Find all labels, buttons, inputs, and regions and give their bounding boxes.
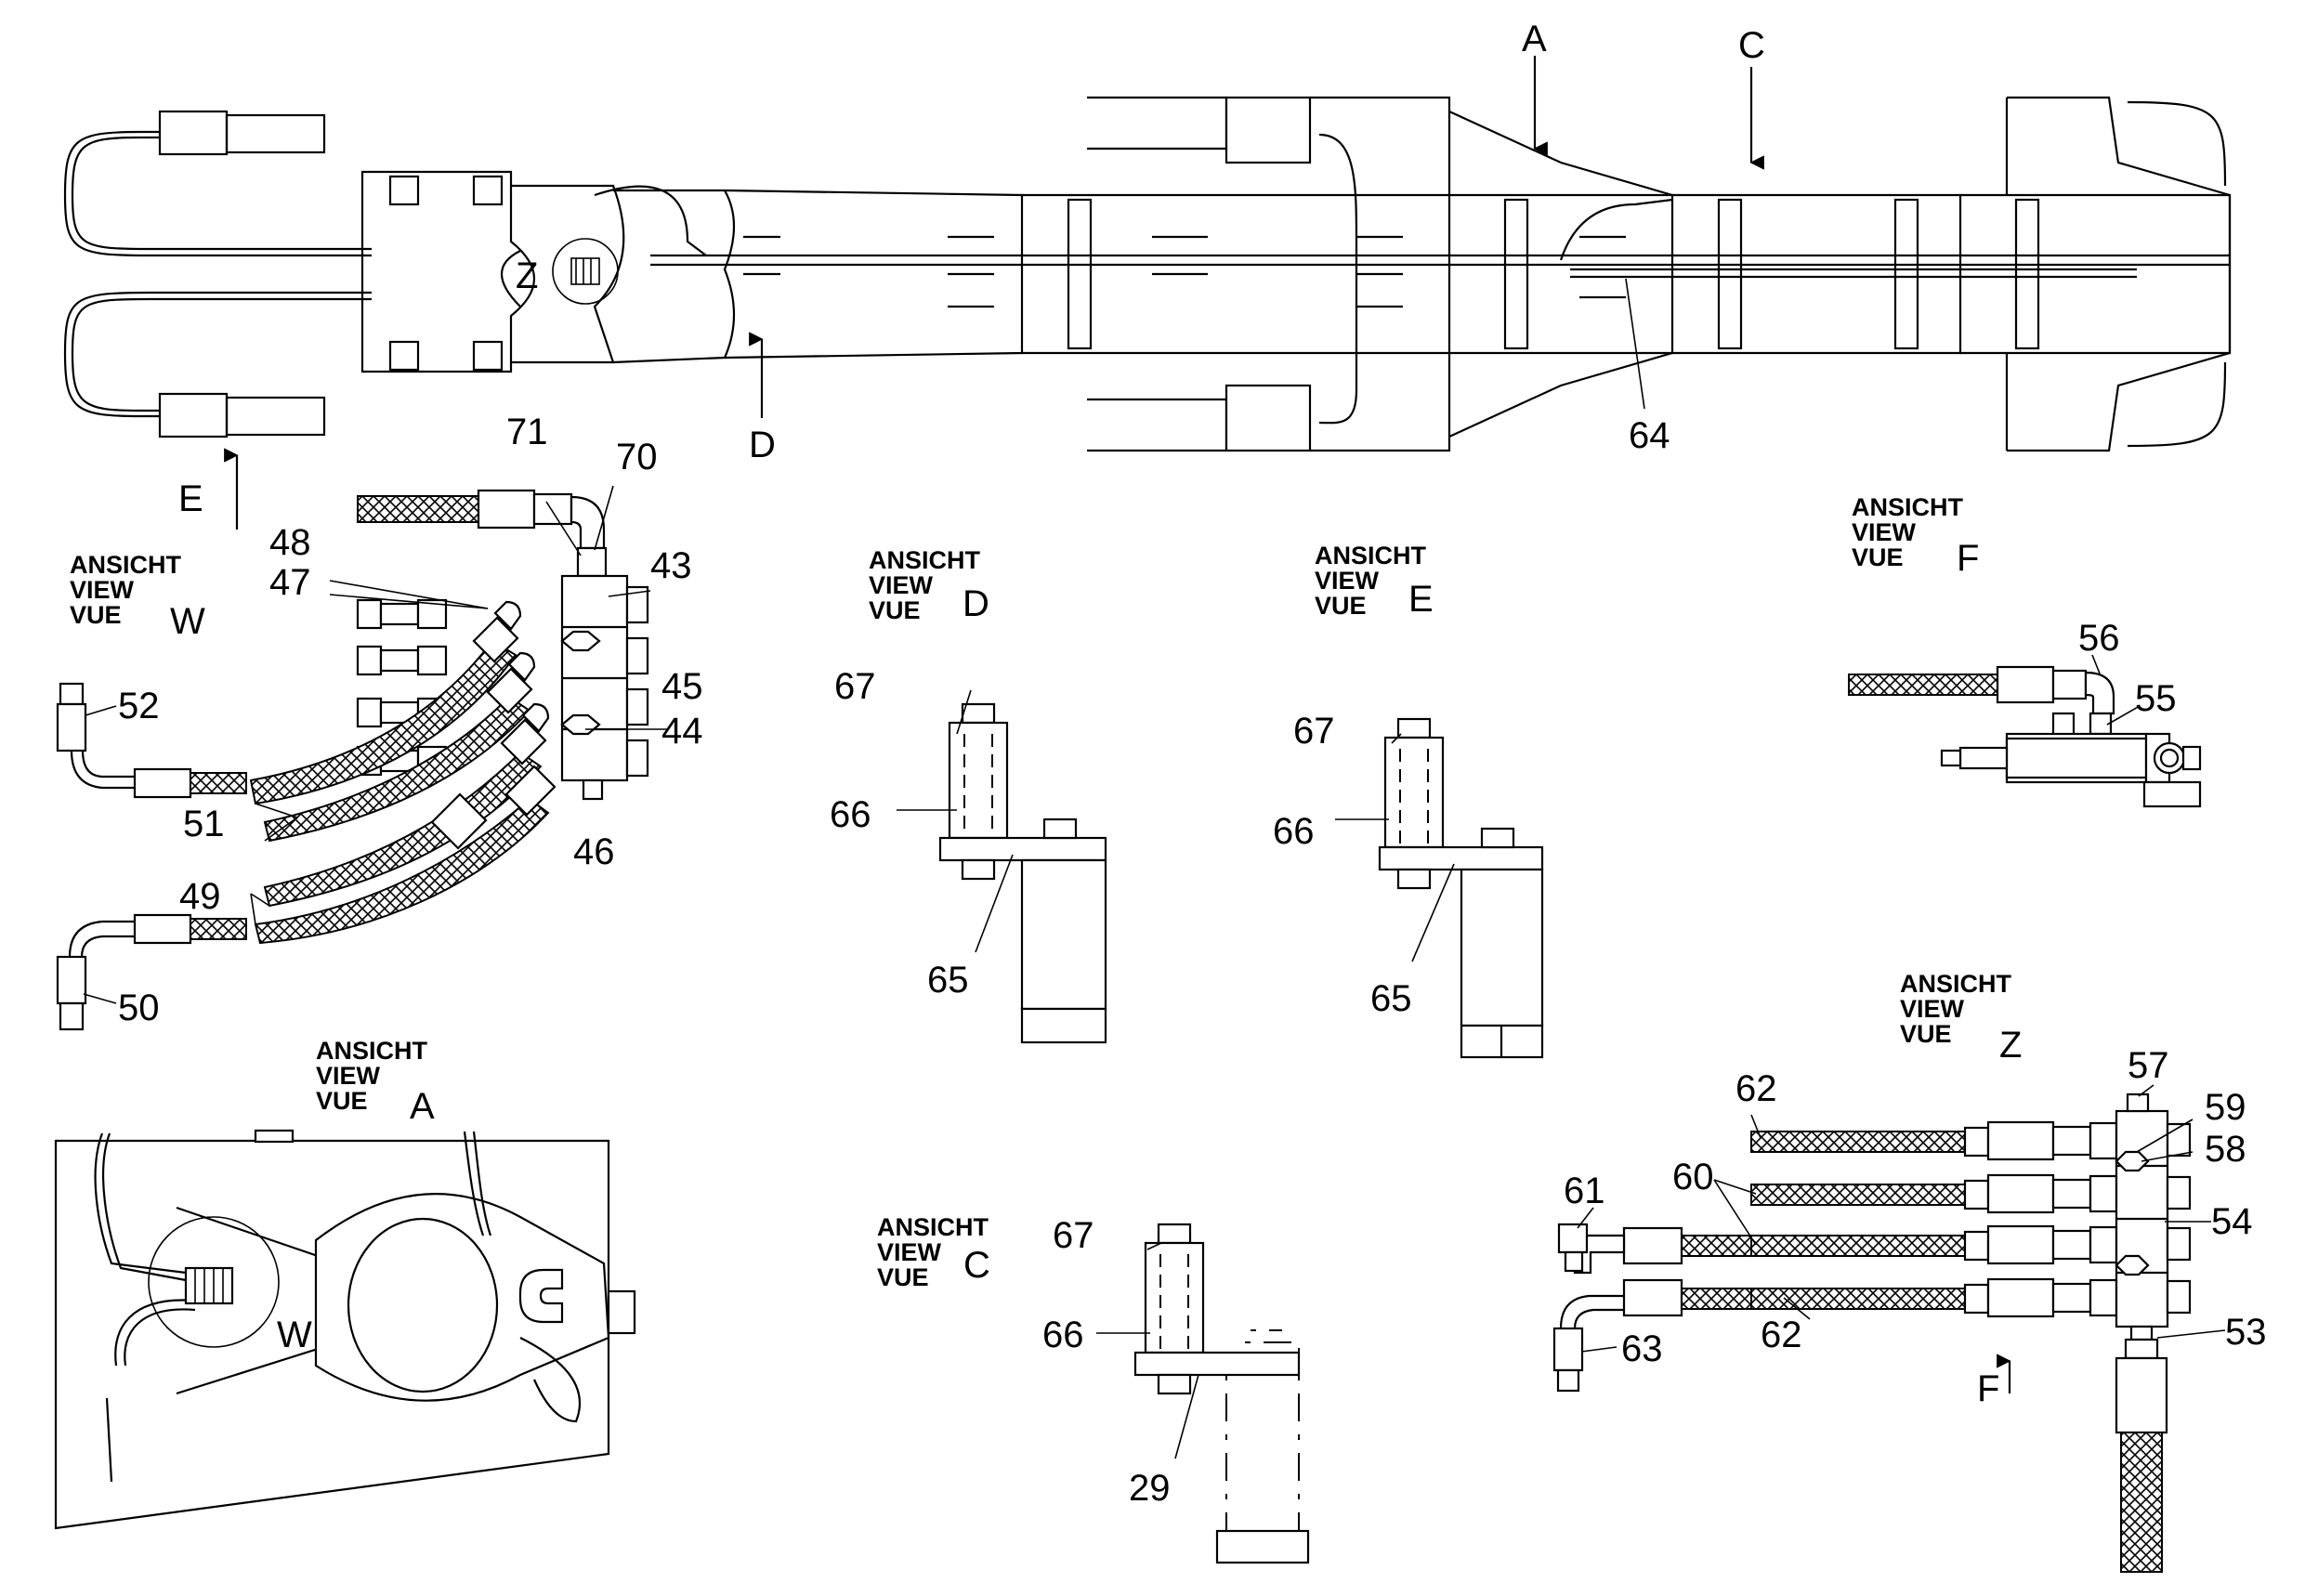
label-61: 61 (1564, 1171, 1605, 1211)
view-a-title-1: ANSICHT (316, 1037, 428, 1065)
view-d-letter: D (963, 583, 989, 624)
hose-ends (430, 600, 557, 850)
view-d-title-3: VUE (869, 596, 921, 624)
label-47: 47 (269, 562, 311, 603)
view-z-title-2: VIEW (1900, 995, 1965, 1023)
label-45: 45 (661, 666, 703, 707)
view-w: ANSICHT VIEW VUE W (56, 412, 703, 1031)
marker-e: E (178, 478, 203, 519)
view-a-title-2: VIEW (316, 1062, 381, 1090)
label-e-66: 66 (1273, 811, 1315, 852)
label-44: 44 (661, 711, 703, 752)
label-70: 70 (616, 437, 658, 477)
label-56: 56 (2078, 618, 2120, 659)
label-29: 29 (1129, 1468, 1171, 1509)
section-arrows: A C D E Z 64 (178, 19, 1765, 530)
view-z: ANSICHT VIEW VUE Z (1552, 970, 2267, 1573)
view-w-title-1: ANSICHT (70, 551, 182, 579)
label-46: 46 (573, 831, 615, 872)
view-w-title-2: VIEW (70, 576, 135, 604)
view-f-title-1: ANSICHT (1852, 493, 1964, 521)
view-e-title-3: VUE (1315, 592, 1367, 620)
view-e: ANSICHT VIEW VUE E 67 66 65 (1273, 542, 1544, 1059)
view-z-title-3: VUE (1900, 1020, 1952, 1048)
view-a-letter: A (410, 1086, 435, 1127)
label-z-62-top: 62 (1735, 1068, 1777, 1109)
view-d-title-1: ANSICHT (869, 546, 981, 574)
label-71: 71 (506, 412, 548, 452)
label-59: 59 (2205, 1087, 2246, 1128)
view-w-title-3: VUE (70, 601, 122, 629)
label-54: 54 (2211, 1201, 2253, 1242)
view-a-title-3: VUE (316, 1087, 368, 1115)
view-c-letter: C (963, 1245, 990, 1286)
label-e-65: 65 (1370, 978, 1412, 1019)
label-49: 49 (179, 876, 221, 917)
label-d-65: 65 (927, 960, 969, 1001)
view-a-hoses (94, 1131, 581, 1423)
marker-f: F (1977, 1368, 1999, 1409)
label-50: 50 (118, 988, 160, 1028)
view-e-letter: E (1408, 579, 1434, 620)
label-60: 60 (1672, 1157, 1714, 1197)
label-d-66: 66 (830, 794, 871, 835)
view-e-title-1: ANSICHT (1315, 542, 1427, 569)
view-c: ANSICHT VIEW VUE C 67 66 29 (877, 1213, 1310, 1564)
view-c-title-1: ANSICHT (877, 1213, 989, 1241)
view-w-letter: W (170, 601, 205, 642)
marker-d: D (749, 425, 776, 465)
view-d-title-2: VIEW (869, 571, 934, 599)
view-e-title-2: VIEW (1315, 567, 1380, 595)
label-53: 53 (2225, 1312, 2267, 1353)
slot-marks (743, 235, 1626, 308)
label-51: 51 (183, 804, 225, 844)
label-c-66: 66 (1042, 1315, 1084, 1355)
view-z-title-1: ANSICHT (1900, 970, 2012, 998)
label-55: 55 (2135, 678, 2177, 719)
label-z-62-bottom: 62 (1761, 1315, 1802, 1355)
view-z-letter: Z (1999, 1025, 2022, 1066)
marker-c: C (1738, 25, 1765, 66)
view-f-letter: F (1957, 538, 1979, 579)
label-48: 48 (269, 522, 311, 563)
label-63: 63 (1621, 1328, 1663, 1369)
view-f-title-3: VUE (1852, 543, 1904, 571)
marker-a: A (1522, 19, 1547, 59)
label-c-67: 67 (1053, 1215, 1094, 1256)
label-43: 43 (650, 545, 692, 586)
view-f-title-2: VIEW (1852, 518, 1917, 546)
marker-z: Z (516, 255, 538, 296)
z-hose-fittings (1963, 1120, 2118, 1318)
label-64: 64 (1629, 415, 1670, 456)
label-d-67: 67 (834, 666, 876, 707)
view-a: ANSICHT VIEW VUE A W (54, 1037, 636, 1530)
label-58: 58 (2205, 1129, 2246, 1170)
boom-plan-view (63, 96, 2232, 452)
view-c-title-3: VUE (877, 1263, 929, 1291)
label-57: 57 (2128, 1045, 2169, 1086)
label-e-67: 67 (1293, 711, 1335, 752)
marker-w: W (277, 1315, 312, 1355)
clamp-brackets (1067, 198, 2040, 350)
view-f: ANSICHT VIEW VUE F 56 55 (1848, 493, 2202, 808)
label-52: 52 (118, 686, 160, 726)
view-c-title-2: VIEW (877, 1238, 942, 1266)
view-d: ANSICHT VIEW VUE D 67 66 65 (830, 546, 1107, 1044)
